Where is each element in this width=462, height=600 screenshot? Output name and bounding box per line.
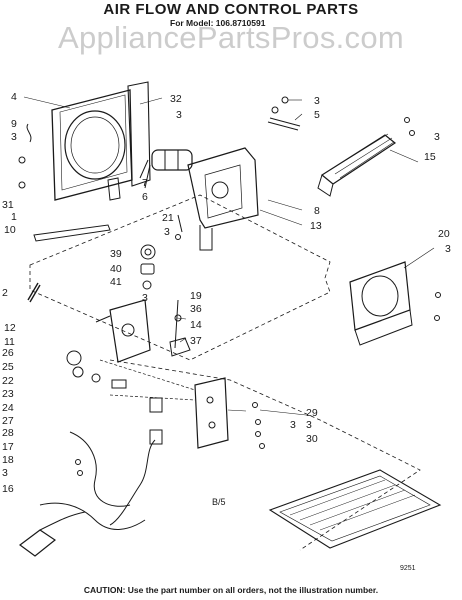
callout-label: 40 (110, 263, 122, 275)
callout-label: 3 (11, 131, 17, 143)
callout-label: 6 (142, 191, 148, 203)
callout-label: 3 (2, 467, 8, 479)
callout-label: 25 (2, 361, 14, 373)
callout-label: 11 (4, 336, 15, 348)
seal-strip-part (33, 224, 111, 242)
callout-label: 3 (290, 419, 296, 431)
callout-label: 30 (306, 433, 318, 445)
callout-label: 20 (438, 228, 450, 240)
callout-label: 32 (170, 93, 182, 105)
callout-labels: 4 32 9 3 3 3 5 3 15 7 6 31 1 10 8 13 21 … (2, 91, 451, 495)
diagram-title: AIR FLOW AND CONTROL PARTS (103, 1, 359, 18)
callout-label: 3 (164, 226, 170, 238)
callout-label: 3 (306, 419, 312, 431)
callout-label: 8 (314, 205, 320, 217)
callout-label: 15 (424, 151, 436, 163)
callout-label: 10 (4, 224, 16, 236)
callout-label: 13 (310, 220, 322, 232)
control-panel-part (99, 359, 229, 449)
callout-label: 27 (2, 415, 14, 427)
knob-part (91, 373, 101, 383)
model-number: For Model: 106.8710591 (170, 18, 266, 28)
caution-note: CAUTION: Use the part number on all orde… (83, 585, 379, 595)
callout-label: 12 (4, 322, 16, 334)
callout-label: 9 (11, 118, 17, 130)
watermark: AppliancePartsPros.com (57, 20, 405, 55)
callout-label: 37 (190, 335, 202, 347)
callout-label: 5 (314, 109, 320, 121)
screw-part (18, 181, 26, 189)
capacitor-part (139, 149, 193, 189)
callout-label: 3 (314, 95, 320, 107)
callout-label: 19 (190, 290, 202, 302)
clip-part (107, 177, 121, 201)
knob-part (72, 366, 84, 378)
callout-label: 4 (11, 91, 17, 103)
assembly-boundary (29, 194, 331, 361)
callout-label: 2 (2, 287, 8, 299)
control-bracket-part (187, 147, 259, 251)
callout-label: 16 (2, 483, 14, 495)
callout-label: 26 (2, 347, 14, 359)
shaft-part (174, 299, 179, 349)
callout-label: 31 (2, 199, 14, 211)
callout-label: 24 (2, 402, 14, 414)
clip-part (177, 214, 183, 233)
connector-part (149, 397, 163, 413)
callout-label: 17 (2, 441, 14, 453)
callout-label: 41 (110, 276, 122, 288)
switch-part (111, 379, 127, 389)
knob-part (66, 350, 82, 366)
grommet-part (140, 244, 156, 260)
callout-label: 18 (2, 454, 14, 466)
filter-part (317, 133, 397, 197)
callout-label: 3 (434, 131, 440, 143)
callout-label: 3 (142, 292, 148, 304)
bushing-part (140, 263, 155, 275)
callout-label: 14 (190, 319, 202, 331)
callout-label: 22 (2, 375, 14, 387)
callout-label: 36 (190, 303, 202, 315)
callout-label: 28 (2, 427, 14, 439)
sheet-reference: B/5 (212, 497, 226, 507)
base-pan-part (268, 469, 442, 549)
actuator-part (169, 337, 191, 357)
assembly-boundary-lower (109, 359, 421, 551)
sensor-tube-part (27, 282, 41, 303)
mounting-strip-part (267, 117, 301, 131)
switch-bracket-part (95, 299, 151, 363)
callout-label: 3 (445, 243, 451, 255)
callout-label: 1 (11, 211, 17, 223)
callout-label: 23 (2, 388, 14, 400)
callout-label: 7 (142, 177, 148, 189)
wiring-harness-part (18, 429, 163, 557)
screw-part (18, 156, 26, 164)
callout-label: 29 (306, 407, 318, 419)
callout-label: 39 (110, 248, 122, 260)
right-shroud-part (349, 261, 413, 346)
spring-part (26, 123, 32, 143)
callout-label: 21 (162, 212, 174, 224)
side-bracket-part (127, 81, 151, 187)
callout-label: 3 (176, 109, 182, 121)
drawing-code: 9251 (400, 565, 416, 572)
